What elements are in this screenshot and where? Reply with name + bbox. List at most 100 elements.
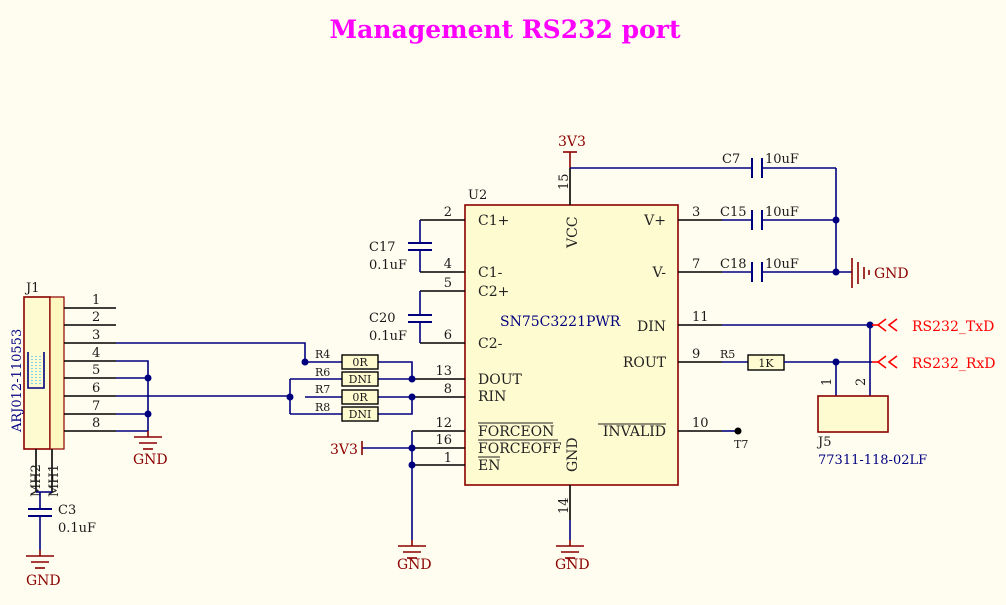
cap-c7[interactable]: C7 10uF	[722, 152, 799, 178]
cap-c3[interactable]: C3 0.1uF	[28, 503, 96, 536]
u2-pin-name: RIN	[478, 389, 506, 405]
gnd-symbol-j1[interactable]: GND	[133, 431, 168, 468]
u2-pin-name: INVALID	[603, 424, 666, 440]
junction	[832, 216, 840, 224]
j1-pin-num: 5	[92, 363, 100, 378]
u2-body[interactable]	[464, 204, 679, 486]
gnd-net-label: GND	[26, 573, 61, 589]
port-rxd-label: RS232_RxD	[912, 356, 996, 372]
gnd-symbol-u2[interactable]: GND	[555, 520, 590, 573]
port-rxd[interactable]: RS232_RxD	[872, 355, 996, 372]
u2-pin-name: DOUT	[478, 372, 523, 388]
u2-pin-name: EN	[478, 458, 500, 474]
cap-c18[interactable]: C18 10uF	[720, 257, 799, 282]
resistor-r8[interactable]: R8 DNI	[315, 401, 379, 422]
testpoint-label: T7	[734, 438, 748, 451]
cap-value: 10uF	[765, 257, 799, 272]
junction	[408, 461, 416, 469]
res-value: DNI	[349, 408, 372, 421]
j1-pin-num: 3	[92, 328, 100, 343]
res-value: DNI	[349, 373, 372, 386]
cap-c20[interactable]: C20 0.1uF	[369, 311, 432, 344]
u2-gnd-num: 14	[557, 497, 572, 514]
u2-pin-name: C1-	[478, 265, 503, 281]
u2-pin-name: DIN	[637, 319, 666, 335]
gnd-net-label: GND	[874, 266, 909, 282]
u2-pin-num: 4	[444, 257, 452, 272]
junction	[144, 374, 152, 382]
port-txd-label: RS232_TxD	[912, 319, 994, 335]
cap-value: 0.1uF	[369, 258, 407, 273]
u2-pin-name: V+	[643, 213, 666, 229]
u2-pin-name: FORCEOFF	[478, 441, 562, 457]
j5-part: 77311-118-02LF	[818, 453, 927, 468]
cap-c17[interactable]: C17 0.1uF	[369, 240, 432, 273]
u2-pin-name: ROUT	[623, 355, 667, 371]
gnd-symbol-forceon[interactable]: GND	[397, 540, 432, 573]
j1-ref: J1	[24, 281, 39, 296]
junction	[408, 444, 416, 452]
u2-left-pin-names: C1+ C1- C2+ C2- DOUT RIN FORCEON FORCEOF…	[478, 213, 562, 474]
u2-left-pin-numbers: 2 4 5 6 13 8 12 16 1	[435, 205, 452, 466]
junction	[832, 268, 840, 276]
u2-gnd-name: GND	[565, 437, 581, 472]
mh-label: MH1	[47, 464, 62, 497]
cap-c15[interactable]: C15 10uF	[720, 205, 799, 230]
u2-pin-num: 2	[444, 205, 452, 220]
u2-left-pins	[412, 219, 465, 466]
cap-ref: C7	[722, 152, 740, 167]
u2-pin-num: 13	[435, 364, 452, 379]
u2-part: SN75C3221PWR	[500, 314, 621, 330]
j1-wires	[116, 342, 306, 432]
u2-pin-name: C2+	[478, 284, 509, 300]
j5-connector[interactable]	[817, 395, 889, 433]
j1-pin-num: 1	[92, 293, 100, 308]
vcc-power-top[interactable]: 3V3	[558, 134, 586, 168]
u2-right-pin-names: V+ V- DIN ROUT INVALID	[603, 213, 667, 440]
res-value: 0R	[352, 391, 368, 404]
port-txd[interactable]: RS232_TxD	[872, 318, 994, 335]
junction	[408, 393, 416, 401]
res-ref: R5	[720, 348, 735, 361]
res-value: 1K	[758, 357, 774, 370]
u2-pin-num: 10	[692, 416, 709, 431]
cap-value: 0.1uF	[369, 329, 407, 344]
u2-pin-name: FORCEON	[478, 424, 554, 440]
u2-pin-num: 8	[444, 382, 452, 397]
resistor-r5[interactable]: R5 1K	[720, 348, 785, 371]
gnd-symbol-right[interactable]: GND	[851, 258, 909, 288]
junction	[286, 393, 294, 401]
mh-label: MH2	[29, 464, 44, 497]
res-ref: R8	[315, 401, 330, 414]
j1-pin-num: 4	[92, 346, 100, 361]
gnd-net-label: GND	[133, 452, 168, 468]
cap-ref: C3	[58, 503, 76, 518]
j1-pin-num: 6	[92, 381, 100, 396]
resistor-r7[interactable]: R7 0R	[315, 383, 379, 405]
resistor-r6[interactable]: R6 DNI	[315, 366, 379, 387]
u2-pin-num: 1	[444, 451, 452, 466]
junction	[408, 375, 416, 383]
gnd-symbol-c3[interactable]: GND	[26, 550, 61, 589]
u2-pin-num: 16	[435, 433, 452, 448]
u2-pin-num: 3	[692, 205, 700, 220]
j1-pin-num: 7	[92, 399, 100, 414]
resistor-r4[interactable]: R4 0R	[315, 348, 379, 370]
u2-pin-name: V-	[651, 265, 666, 281]
res-ref: R7	[315, 383, 330, 396]
u2-vcc-num: 15	[557, 173, 572, 190]
testpoint[interactable]	[734, 427, 742, 435]
u2-pin-num: 11	[692, 310, 709, 325]
u2-vcc-name: VCC	[565, 216, 581, 249]
cap-ref: C20	[369, 311, 396, 326]
schematic-title: Management RS232 port	[329, 15, 680, 44]
u2-pin-name: C2-	[478, 336, 503, 352]
res-value: 0R	[352, 356, 368, 369]
vcc-power-left[interactable]: 3V3	[330, 441, 363, 458]
cap-value: 0.1uF	[58, 521, 96, 536]
cap-value: 10uF	[765, 152, 799, 167]
cap-ref: C15	[720, 205, 747, 220]
j1-connector[interactable]	[23, 296, 65, 450]
